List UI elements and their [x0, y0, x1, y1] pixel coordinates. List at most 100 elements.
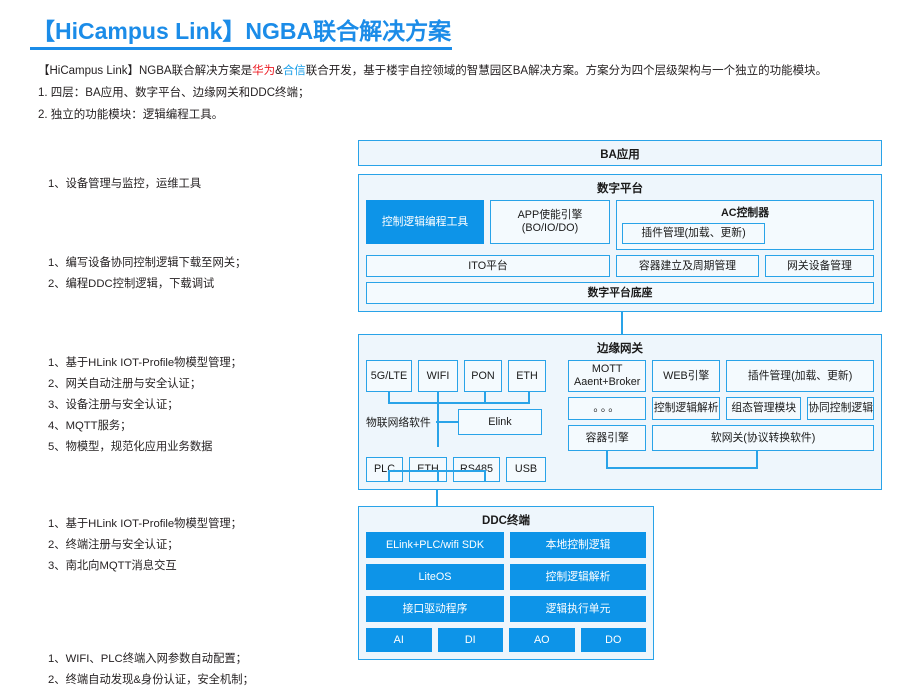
cell-do[interactable]: DO — [580, 628, 646, 652]
cell-mqtt-agent-broker[interactable]: MOTT Aaent+Broker — [568, 360, 647, 392]
intro-line-1: 【HiCampus Link】NGBA联合解决方案是华为&合信联合开发，基于楼宇… — [38, 60, 878, 82]
cell-soft-gateway[interactable]: 软网关(协议转换软件) — [652, 425, 874, 451]
bullet-list-ddc: 1、WIFI、PLC终端入网参数自动配置； 2、终端自动发现&身份认证，安全机制… — [30, 649, 350, 688]
gateway-net-row: 5G/LTE WIFI PON ETH — [366, 360, 561, 392]
connector-plc-up — [388, 470, 390, 481]
cell-elink[interactable]: Elink — [458, 409, 542, 435]
ddc-io-row: AI DI AO DO — [366, 628, 646, 652]
cell-plugin-management-gateway[interactable]: 插件管理(加载、更新) — [726, 360, 874, 392]
cell-5g-lte[interactable]: 5G/LTE — [366, 360, 412, 392]
ba-app-title: BA应用 — [600, 149, 640, 161]
cell-container-lifecycle-mgmt[interactable]: 容器建立及周期管理 — [616, 255, 759, 277]
banner-logic-tool-label: 控制逻辑编程工具实现的功能（合信开发）： — [43, 223, 268, 236]
gateway-iot-row: 物联网络软件 Elink — [366, 409, 561, 435]
cell-di[interactable]: DI — [437, 628, 503, 652]
banner-wrap-ba: BA应用实现的功能（第三方遵循公开标准开发）： — [30, 138, 330, 164]
edge-gateway-title: 边缘网关 — [597, 343, 643, 355]
intro-paragraph: 【HiCampus Link】NGBA联合解决方案是华为&合信联合开发，基于楼宇… — [38, 60, 878, 126]
feature-section-ddc: DDC终端实现的功能 (合信实现逻辑解析执行和IO功能）： 1、WIFI、PLC… — [30, 599, 350, 688]
banner-wrap-hlink: Hlink 网关实现的功能（华为研发）： — [30, 478, 330, 504]
connector-net-bus — [388, 402, 530, 404]
cell-web-engine[interactable]: WEB引擎 — [652, 360, 721, 392]
gateway-right-row-1: MOTT Aaent+Broker WEB引擎 插件管理(加载、更新) — [568, 360, 874, 392]
banner-wrap-ddc: DDC终端实现的功能 (合信实现逻辑解析执行和IO功能）： — [30, 599, 330, 639]
cell-logic-execution-unit[interactable]: 逻辑执行单元 — [510, 596, 646, 622]
connector-soft-gateway-down — [756, 451, 759, 469]
connector-wifi-down — [437, 392, 439, 447]
cell-eth-top[interactable]: ETH — [508, 360, 546, 392]
cell-interface-driver[interactable]: 接口驱动程序 — [366, 596, 504, 622]
cell-rs485[interactable]: RS485 — [453, 457, 500, 482]
gateway-bus-row: PLC ETH RS485 USB — [366, 457, 561, 482]
connector-eth2-up — [437, 470, 439, 481]
list-item: 2、编程DDC控制逻辑，下载调试 — [48, 278, 215, 290]
intro-line-3: 2. 独立的功能模块：逻辑编程工具。 — [38, 109, 224, 121]
page-title: 【HiCampus Link】NGBA联合解决方案 — [32, 18, 452, 44]
diagram-layer-ba-app: BA应用 — [358, 140, 882, 166]
gateway-right-row-3: 容器引擎 软网关(协议转换软件) — [568, 425, 874, 451]
cell-control-logic-parse-ddc[interactable]: 控制逻辑解析 — [510, 564, 646, 590]
cell-digital-platform-base[interactable]: 数字平台底座 — [366, 282, 874, 304]
cell-ai[interactable]: AI — [366, 628, 432, 652]
cell-local-control-logic[interactable]: 本地控制逻辑 — [510, 532, 646, 558]
digital-platform-title: 数字平台 — [597, 183, 643, 195]
connector-platform-to-gateway — [621, 312, 623, 334]
banner-ddc-terminal: DDC终端实现的功能 (合信实现逻辑解析执行和IO功能）： — [30, 599, 330, 639]
bullet-list-hlink: 1、基于HLink IOT-Profile物模型管理； 2、终端注册与安全认证；… — [30, 514, 350, 577]
cell-pon[interactable]: PON — [464, 360, 502, 392]
cell-plc[interactable]: PLC — [366, 457, 403, 482]
diagram-layer-digital-platform: 数字平台 控制逻辑编程工具 APP使能引擎 (BO/IO/DO) AC控制器 插… — [358, 174, 882, 312]
bullet-list-ba: 1、设备管理与监控，运维工具 — [30, 174, 350, 195]
platform-row-3: 数字平台底座 — [366, 282, 874, 304]
label-iot-network-software: 物联网络软件 — [366, 417, 431, 429]
cell-app-enable-engine[interactable]: APP使能引擎 (BO/IO/DO) — [490, 200, 610, 244]
feature-section-logic-tool: 控制逻辑编程工具实现的功能（合信开发）： 1、编写设备协同控制逻辑下载至网关； … — [30, 217, 350, 295]
architecture-diagram: BA应用 数字平台 控制逻辑编程工具 APP使能引擎 (BO/IO/DO) AC… — [358, 140, 882, 660]
connector-platform-to-gateway-area — [358, 312, 882, 334]
connector-container-engine-down — [606, 451, 609, 469]
cell-plugin-management-platform[interactable]: 插件管理(加载、更新) — [622, 223, 765, 244]
banner-wrap-logic-tool: 控制逻辑编程工具实现的功能（合信开发）： — [30, 217, 330, 243]
cell-usb[interactable]: USB — [506, 457, 546, 482]
intro-text-a: 【HiCampus Link】NGBA联合解决方案是 — [38, 65, 253, 77]
ddc-row-3: 接口驱动程序 逻辑执行单元 — [366, 596, 646, 622]
banner-ba-app-label: BA应用实现的功能（第三方遵循公开标准开发）： — [43, 144, 296, 157]
bullet-list-logic-tool: 1、编写设备协同控制逻辑下载至网关； 2、编程DDC控制逻辑，下载调试 — [30, 253, 350, 295]
intro-amp: & — [275, 65, 283, 77]
banner-ba-app: BA应用实现的功能（第三方遵循公开标准开发）： — [30, 138, 330, 164]
cell-container-engine[interactable]: 容器引擎 — [568, 425, 647, 451]
cell-ellipsis-placeholder[interactable]: 。。。 — [568, 397, 647, 420]
bullet-list-platform: 1、基于HLink IOT-Profile物模型管理； 2、网关自动注册与安全认… — [30, 353, 350, 458]
app-engine-line2: (BO/IO/DO) — [521, 222, 579, 234]
cell-control-logic-parse[interactable]: 控制逻辑解析 — [652, 397, 721, 420]
feature-section-ba: BA应用实现的功能（第三方遵循公开标准开发）： 1、设备管理与监控，运维工具 — [30, 138, 350, 195]
cell-liteos[interactable]: LiteOS — [366, 564, 504, 590]
platform-row-1: 控制逻辑编程工具 APP使能引擎 (BO/IO/DO) AC控制器 插件管理(加… — [366, 200, 874, 250]
list-item: 1、WIFI、PLC终端入网参数自动配置； — [48, 653, 247, 665]
app-engine-line1: APP使能引擎 — [517, 209, 583, 221]
cell-config-management-module[interactable]: 组态管理模块 — [726, 397, 802, 420]
platform-row-2: ITO平台 容器建立及周期管理 网关设备管理 — [366, 255, 874, 277]
ddc-terminal-title: DDC终端 — [482, 515, 530, 527]
feature-section-hlink-gateway: Hlink 网关实现的功能（华为研发）： 1、基于HLink IOT-Profi… — [30, 478, 350, 577]
cell-gateway-device-mgmt[interactable]: 网关设备管理 — [765, 255, 874, 277]
left-feature-column: BA应用实现的功能（第三方遵循公开标准开发）： 1、设备管理与监控，运维工具 控… — [30, 138, 350, 688]
banner-ddc-line1: DDC终端实现的功能 — [43, 605, 149, 617]
cell-control-logic-programming-tool[interactable]: 控制逻辑编程工具 — [366, 200, 484, 244]
cell-wifi[interactable]: WIFI — [418, 360, 458, 392]
banner-logic-tool: 控制逻辑编程工具实现的功能（合信开发）： — [30, 217, 330, 243]
cell-ao[interactable]: AO — [509, 628, 575, 652]
cell-eth-bottom[interactable]: ETH — [409, 457, 447, 482]
mqtt-line1: MOTT — [591, 363, 623, 375]
gateway-right-row-2: 。。。 控制逻辑解析 组态管理模块 协同控制逻辑 — [568, 397, 874, 420]
cell-cooperative-control-logic[interactable]: 协同控制逻辑 — [807, 397, 874, 420]
cell-elink-plc-wifi-sdk[interactable]: ELink+PLC/wifi SDK — [366, 532, 504, 558]
connector-rs485-up — [484, 470, 486, 481]
banner-ddc-terminal-label: DDC终端实现的功能 (合信实现逻辑解析执行和IO功能）： — [43, 604, 226, 634]
banner-hlink-gateway: Hlink 网关实现的功能（华为研发）： — [30, 478, 330, 504]
banner-ddc-line2: (合信实现逻辑解析执行和IO功能）： — [43, 620, 226, 632]
title-divider — [30, 47, 452, 50]
gateway-split: 5G/LTE WIFI PON ETH 物联网络软件 Elink — [366, 360, 874, 482]
cell-ito-platform[interactable]: ITO平台 — [366, 255, 610, 277]
connector-eth-down — [528, 392, 530, 403]
